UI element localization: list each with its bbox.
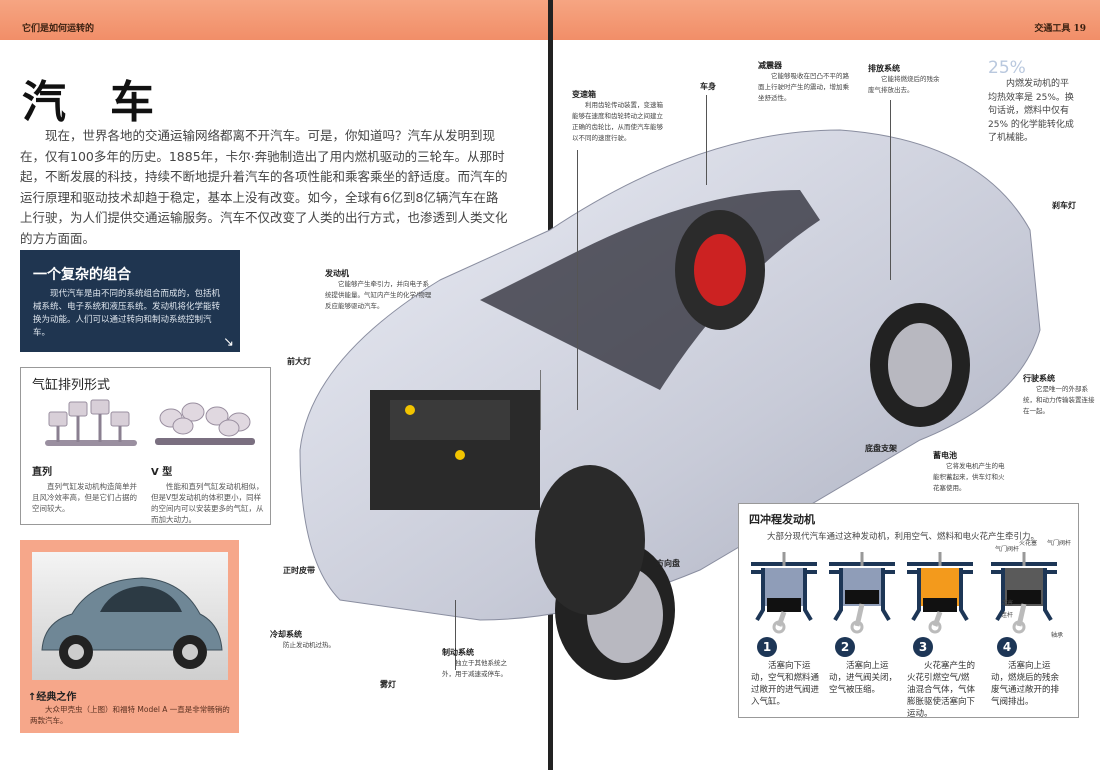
label-steering: 方向盘 [656, 559, 680, 568]
label-exhaust: 排放系统 [868, 64, 900, 73]
desc-shock: 它能够吸收在凹凸不平的路面上行驶时产生的震动，增加乘坐舒适性。 [758, 72, 849, 102]
intro-paragraph: 现在，世界各地的交通运输网络都离不开汽车。可是，你知道吗？汽车从发明到现在，仅有… [20, 128, 508, 246]
label-timing-belt: 正时皮带 [283, 566, 315, 575]
desc-gearbox: 利用齿轮传动装置，变速箱能够在速度和齿轮转动之间建立正确的齿轮比，从而使汽车能够… [572, 101, 663, 142]
beetle-image [32, 552, 228, 680]
inline-pistons-image [45, 399, 137, 446]
label-shock: 减震器 [758, 61, 782, 70]
part-piston: 活塞 [1001, 600, 1014, 607]
complex-box: 一个复杂的组合 现代汽车是由不同的系统组合而成的，包括机械系统、电子系统和液压系… [20, 250, 240, 352]
step-text: 活塞向下运动，空气和燃料通过敞开的进气阀进入气缸。 [751, 661, 820, 707]
stroke-diagram-1 [751, 552, 817, 634]
cylinder-title: 气缸排列形式 [32, 378, 111, 393]
label-battery: 蓄电池 [933, 451, 957, 460]
inline-text: 直列气缸发动机构造简单并且风冷效率高，但是它们占据的空间较大。 [32, 482, 137, 513]
inline-title: 直列 [32, 467, 52, 478]
label-fog-light: 雾灯 [380, 680, 396, 689]
step-number: 3 [913, 637, 933, 657]
desc-brakes: 独立于其他系统之外，用于减速或停车。 [442, 659, 507, 678]
car-cutaway-illustration [299, 129, 1041, 680]
complex-text: 现代汽车是由不同的系统组合而成的，包括机械系统、电子系统和液压系统。发动机将化学… [33, 289, 221, 338]
four-stroke-box: 四冲程发动机 大部分现代汽车通过这种发动机，利用空气、燃料和电火花产生牵引力。 … [738, 503, 1079, 719]
section-header: 它们是如何运转的 [22, 24, 95, 34]
label-brakes: 制动系统 [442, 648, 474, 657]
v-text: 性能和直列气缸发动机相似，但是V型发动机的体积更小，同样的空间内可以安装更多的气… [151, 482, 264, 524]
step-number: 4 [997, 637, 1017, 657]
fact-text: 内燃发动机的平均热效率是 25%。换句话说，燃料中仅有25% 的化学能转化成了机… [988, 79, 1074, 143]
classic-text: 大众甲壳虫（上图）和福特 Model A 一直是非常畅销的两款汽车。 [30, 705, 230, 725]
step-text: 火花塞产生的火花引燃空气/燃油混合气体，气体膨胀驱使活塞向下运动。 [907, 661, 976, 719]
part-spark: 火花塞 [1019, 540, 1038, 547]
arrow-icon: ↘ [223, 335, 234, 350]
part-valve-left: 气门阀杆 [995, 546, 1020, 553]
label-engine: 发动机 [325, 269, 349, 278]
label-headlight: 前大灯 [287, 357, 311, 366]
v-title: V 型 [151, 467, 173, 478]
step-number: 2 [835, 637, 855, 657]
classic-box: ↑经典之作 大众甲壳虫（上图）和福特 Model A 一直是非常畅销的两款汽车。 [20, 540, 239, 733]
v-pistons-image [155, 402, 255, 445]
fact-percent: 25% [988, 58, 1026, 78]
page-title: 汽 车 [22, 77, 154, 128]
cylinder-box: 气缸排列形式 直列 直列气缸发动机构造简单并且风冷效率高，但是它们占据的空间较大… [20, 367, 271, 525]
desc-exhaust: 它能将燃烧后的残余废气排放出去。 [868, 75, 940, 94]
header-band [0, 0, 548, 40]
label-body: 车身 [700, 82, 716, 91]
classic-title: 经典之作 [36, 692, 77, 703]
four-stroke-title: 四冲程发动机 [749, 513, 815, 526]
stroke-diagram-2 [829, 552, 895, 634]
part-valve-right: 气门阀杆 [1047, 540, 1072, 547]
stroke-diagram-4 [991, 552, 1057, 634]
label-gearbox: 变速箱 [572, 90, 596, 99]
step-text: 活塞向上运动，进气阀关闭，空气被压缩。 [829, 661, 898, 695]
desc-engine: 它能够产生牵引力，并向电子系统提供能量。气缸内产生的化学/物理反应能够驱动汽车。 [325, 280, 432, 310]
desc-cooling: 防止发动机过热。 [283, 641, 335, 649]
part-bearing: 轴承 [1051, 632, 1064, 639]
header-band [553, 0, 1100, 40]
up-arrow-icon: ↑ [28, 692, 37, 703]
label-drive: 行驶系统 [1023, 374, 1055, 383]
step-number: 1 [757, 637, 777, 657]
step-text: 活塞向上运动，燃烧后的残余废气通过敞开的排气阀排出。 [991, 661, 1060, 707]
stroke-diagram-3 [907, 552, 973, 634]
label-brake-light: 刹车灯 [1052, 201, 1076, 210]
desc-drive: 它是唯一的外部系统，和动力传输装置连接在一起。 [1023, 385, 1095, 415]
label-cooling: 冷却系统 [270, 630, 302, 639]
desc-battery: 它将发电机产生的电能积蓄起来，供车灯和火花塞使用。 [933, 462, 1005, 492]
label-chassis: 底盘支架 [865, 444, 897, 453]
four-stroke-subtitle: 大部分现代汽车通过这种发动机，利用空气、燃料和电火花产生牵引力。 [767, 532, 1040, 542]
part-rod: 连杆 [1001, 612, 1014, 619]
page-number: 交通工具 19 [1034, 24, 1086, 34]
complex-title: 一个复杂的组合 [33, 267, 131, 283]
